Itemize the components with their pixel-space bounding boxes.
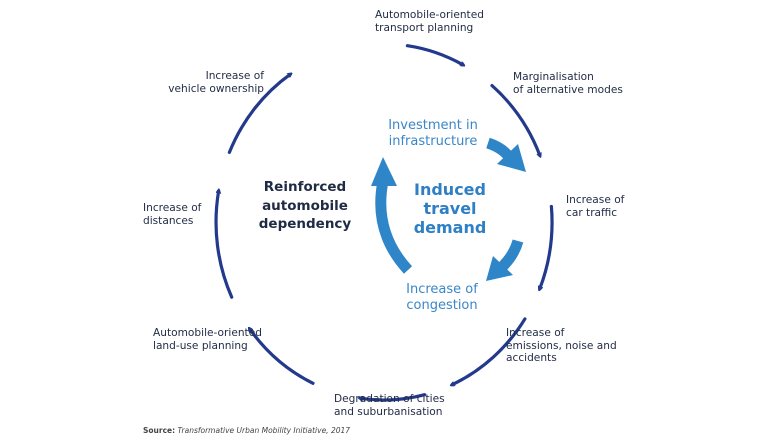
- title-line: demand: [413, 218, 487, 237]
- node-line: vehicle ownership: [168, 82, 264, 95]
- outer-arrow-6: [250, 329, 315, 385]
- node-line: Automobile-oriented: [153, 327, 262, 339]
- center-line: Reinforced: [263, 179, 347, 195]
- node-line: emissions, noise and: [506, 339, 617, 352]
- source-note: Source: Transformative Urban Mobility In…: [143, 426, 350, 435]
- node-line: land-use planning: [153, 339, 248, 352]
- inner-arrow-return-head: [371, 157, 397, 186]
- inner-arrow-congestion-body: [499, 239, 524, 270]
- node-line: Automobile-oriented: [375, 9, 484, 21]
- inner-node-investment-in-infrastructure: Investment in infrastructure: [378, 118, 488, 149]
- inner-arrow-congestion-head: [486, 256, 513, 281]
- outer-arrow-7: [214, 191, 234, 299]
- title-line: travel: [423, 199, 477, 218]
- node-degradation-of-cities: Degradation of cities and suburbanisatio…: [334, 393, 445, 418]
- inner-node-line: congestion: [406, 297, 478, 313]
- source-text: Transformative Urban Mobility Initiative…: [177, 426, 351, 435]
- inner-arrow-return-body: [375, 179, 413, 274]
- node-line: distances: [143, 214, 194, 227]
- center-line: dependency: [258, 216, 352, 232]
- outer-arrow-2: [490, 84, 540, 156]
- node-line: Increase of: [143, 202, 202, 214]
- node-line: accidents: [506, 352, 557, 364]
- inner-node-line: Increase of: [406, 282, 478, 297]
- node-line: Marginalisation: [513, 71, 594, 83]
- induced-travel-demand-title: Induced travel demand: [402, 180, 498, 237]
- inner-node-increase-of-congestion: Increase of congestion: [392, 282, 492, 313]
- inner-node-line: Investment in: [388, 118, 478, 133]
- node-increase-of-car-traffic: Increase of car traffic: [566, 194, 624, 219]
- node-line: of alternative modes: [513, 83, 623, 96]
- node-increase-of-emissions: Increase of emissions, noise and acciden…: [506, 327, 617, 365]
- center-line: automobile: [262, 197, 348, 214]
- outer-arrow-4: [452, 317, 527, 385]
- node-line: Increase of: [506, 327, 565, 339]
- node-increase-of-distances: Increase of distances: [143, 202, 201, 227]
- node-line: Increase of: [205, 70, 264, 82]
- node-marginalisation-of-alternative-modes: Marginalisation of alternative modes: [513, 71, 623, 96]
- node-line: Increase of: [566, 194, 625, 206]
- node-line: Degradation of cities: [334, 393, 445, 405]
- node-line: and suburbanisation: [334, 405, 443, 418]
- outer-arrow-3: [540, 204, 554, 289]
- outer-arrow-8: [227, 74, 290, 154]
- node-line: car traffic: [566, 206, 618, 219]
- reinforced-automobile-dependency: Reinforced automobile dependency: [255, 178, 355, 234]
- node-automobile-oriented-transport-planning: Automobile-oriented transport planning: [375, 9, 484, 34]
- source-label: Source:: [143, 426, 176, 435]
- inner-node-line: infrastructure: [388, 133, 478, 149]
- node-line: transport planning: [375, 21, 474, 34]
- outer-arrow-5: [361, 393, 427, 402]
- node-automobile-oriented-land-use-planning: Automobile-oriented land-use planning: [153, 327, 262, 352]
- outer-arrow-1: [405, 44, 463, 65]
- inner-arrow-investment-head: [497, 144, 526, 172]
- title-line: Induced: [414, 180, 486, 199]
- node-increase-of-vehicle-ownership: Increase of vehicle ownership: [168, 70, 264, 95]
